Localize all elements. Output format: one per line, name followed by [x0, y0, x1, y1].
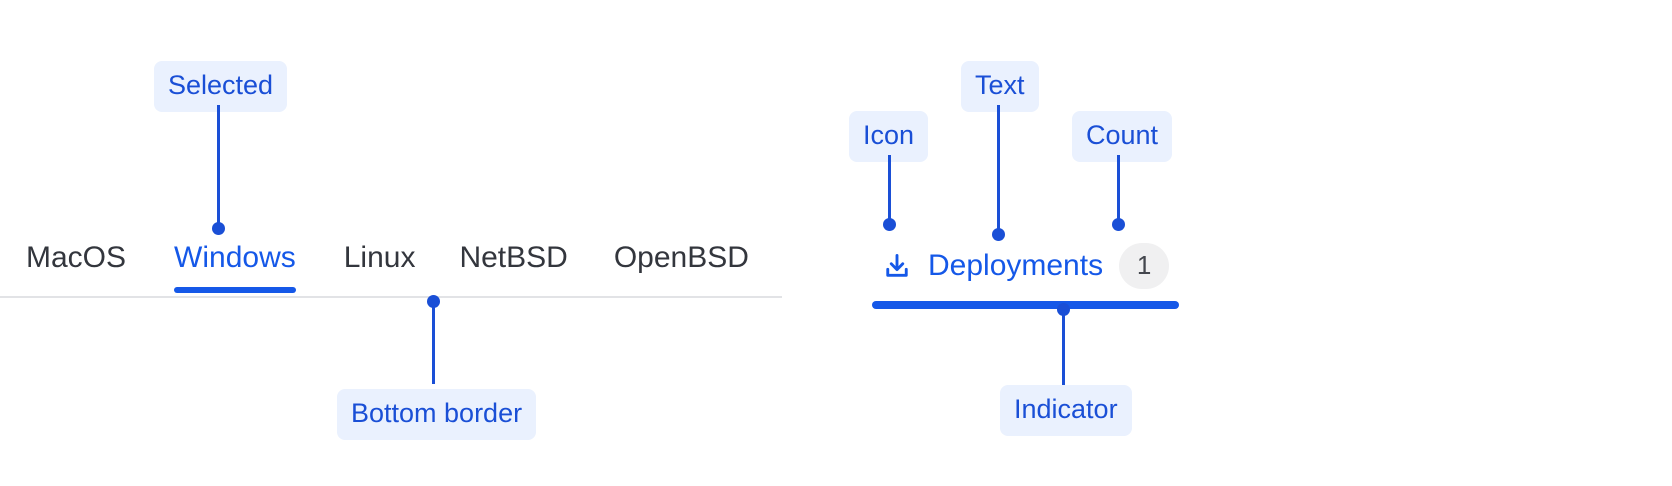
annotation-bottom-border: Bottom border — [337, 389, 537, 440]
tab-active-indicator — [872, 301, 1180, 309]
count-badge: 1 — [1119, 243, 1170, 289]
leader-dot-text — [992, 228, 1005, 241]
leader-line-count — [1117, 155, 1120, 223]
leader-line-icon — [888, 155, 891, 223]
tabstrip-bottom-border — [0, 296, 782, 298]
tab-label: MacOS — [26, 241, 127, 274]
annotation-text: Text — [961, 61, 1039, 112]
annotation-indicator: Indicator — [1000, 385, 1132, 436]
tab-macos[interactable]: MacOS — [26, 243, 126, 293]
tab-deployments[interactable]: Deployments 1 — [872, 243, 1180, 309]
tab-label: OpenBSD — [613, 241, 749, 274]
tab-netbsd[interactable]: NetBSD — [459, 243, 567, 293]
deployments-tab-group: Deployments 1 — [872, 243, 1180, 309]
tab-label: Deployments — [928, 249, 1104, 282]
leader-line-text — [997, 105, 1000, 230]
leader-dot-indicator — [1057, 303, 1070, 316]
annotation-selected: Selected — [154, 61, 288, 112]
tab-label: Windows — [174, 241, 296, 274]
tab-linux[interactable]: Linux — [344, 243, 416, 293]
tab-underline-indicator — [174, 287, 296, 293]
os-tab-group: MacOS Windows Linux NetBSD OpenBSD — [0, 243, 782, 293]
leader-line-selected — [217, 105, 220, 229]
leader-dot-count — [1112, 218, 1125, 231]
tab-label: Linux — [343, 241, 416, 274]
leader-dot-icon — [883, 218, 896, 231]
leader-dot-bottom-border — [427, 295, 440, 308]
download-icon — [882, 251, 912, 281]
tab-openbsd[interactable]: OpenBSD — [614, 243, 749, 293]
tab-windows[interactable]: Windows — [174, 243, 296, 293]
annotation-icon: Icon — [849, 111, 929, 162]
tab-label: NetBSD — [459, 241, 568, 274]
leader-line-bottom-border — [432, 302, 435, 384]
tabstrip: MacOS Windows Linux NetBSD OpenBSD — [0, 243, 782, 293]
annotation-count: Count — [1072, 111, 1173, 162]
leader-dot-selected — [212, 222, 225, 235]
leader-line-indicator — [1062, 310, 1065, 385]
